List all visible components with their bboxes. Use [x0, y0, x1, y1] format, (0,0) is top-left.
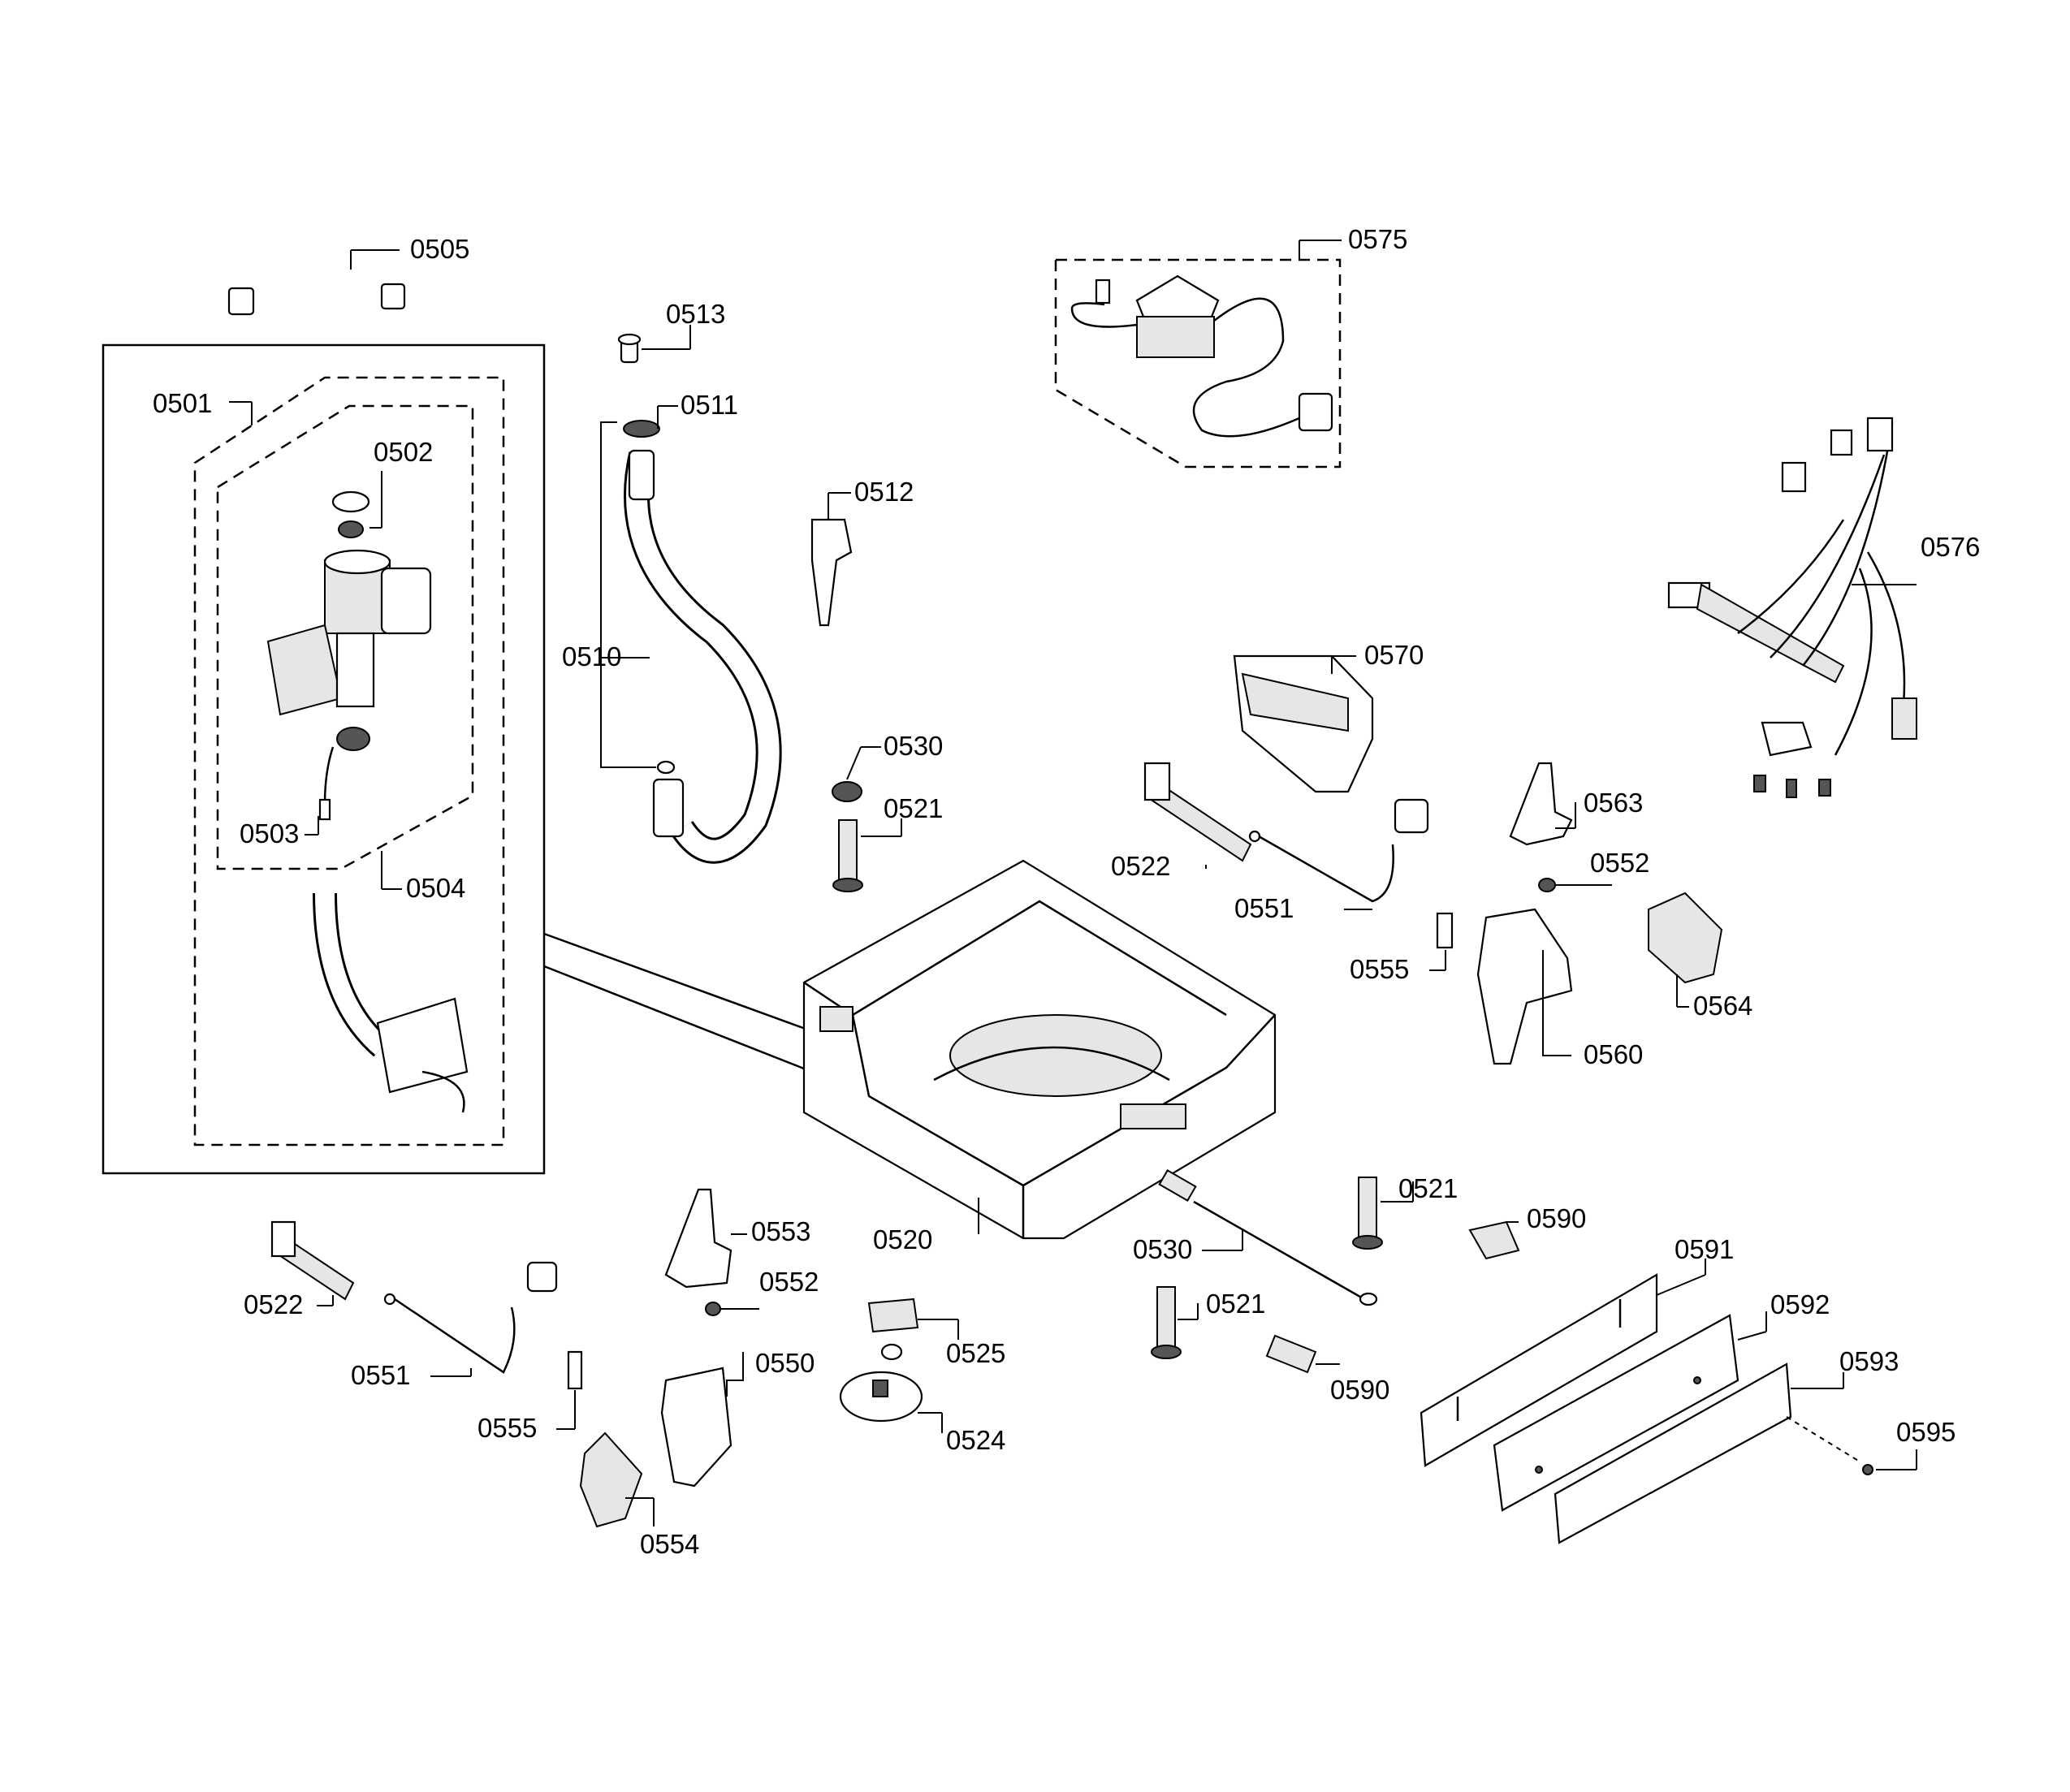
label-0551-bottom: 0551 [351, 1360, 410, 1390]
part-0576-harness [1667, 417, 1917, 798]
label-0555-bottom: 0555 [478, 1413, 537, 1443]
label-0576: 0576 [1921, 532, 1980, 562]
label-0595: 0595 [1896, 1417, 1955, 1447]
label-0555-top: 0555 [1350, 954, 1409, 984]
label-0521-right: 0521 [1398, 1173, 1458, 1203]
part-0591-panel [1420, 1259, 1706, 1467]
label-0590-top: 0590 [1527, 1203, 1586, 1233]
part-0510-drain-hose [600, 421, 782, 864]
part-0555-clip-bottom [556, 1350, 583, 1430]
part-0595-screw [1862, 1449, 1917, 1475]
part-0553-bracket [664, 1188, 747, 1289]
part-0522-spring-top [1143, 762, 1252, 869]
part-0593-panel [1554, 1362, 1860, 1544]
label-0554: 0554 [640, 1529, 699, 1559]
part-0530-foot-rod [1158, 1168, 1378, 1306]
part-0524-float [839, 1371, 943, 1433]
part-0503-wire [305, 746, 335, 836]
part-0552-clip-top [1538, 878, 1612, 892]
label-0522-top: 0522 [1111, 851, 1170, 881]
part-0521-screw-right [1352, 1177, 1414, 1250]
label-0511: 0511 [681, 390, 738, 420]
part-0564-cover [1648, 892, 1723, 1008]
part-0592-panel [1493, 1311, 1767, 1512]
label-0590-bottom: 0590 [1330, 1375, 1389, 1405]
label-0510: 0510 [562, 641, 621, 671]
part-0520-base [802, 859, 1277, 1240]
label-0553: 0553 [751, 1216, 810, 1246]
label-0503: 0503 [240, 818, 299, 849]
part-0530-foot-top [832, 746, 881, 802]
label-0524: 0524 [946, 1425, 1005, 1455]
label-0570: 0570 [1364, 640, 1424, 670]
label-0575: 0575 [1348, 224, 1407, 254]
label-0521-top: 0521 [884, 793, 943, 823]
label-0530-top: 0530 [884, 731, 943, 761]
part-0525-switch [867, 1298, 959, 1361]
label-0502: 0502 [374, 437, 433, 467]
part-0521-screw-top [832, 818, 902, 892]
label-0552-top: 0552 [1590, 848, 1649, 878]
label-0501: 0501 [153, 388, 212, 418]
label-0530-bottom: 0530 [1133, 1234, 1192, 1264]
part-0551-wire-top [1248, 798, 1429, 910]
part-0560-bracket [1476, 908, 1573, 1065]
label-0504: 0504 [406, 873, 465, 903]
part-labels: 0505 0513 0511 0575 0501 0502 0512 0510 … [153, 224, 1980, 1559]
label-0513: 0513 [666, 299, 725, 329]
label-0550: 0550 [755, 1348, 815, 1378]
label-0560: 0560 [1584, 1039, 1643, 1069]
label-0591: 0591 [1675, 1234, 1734, 1264]
part-0513-cap [617, 325, 691, 364]
label-0512: 0512 [854, 477, 914, 507]
part-0552-clip-bottom [705, 1302, 759, 1316]
part-0590-pad-top [1468, 1220, 1520, 1260]
part-0521-screw-bottom [1151, 1286, 1199, 1359]
label-0520: 0520 [873, 1224, 932, 1254]
part-0590-pad-bottom [1265, 1334, 1340, 1374]
part-0550-bracket [660, 1352, 744, 1488]
inset-box-0501 [102, 343, 813, 1175]
label-0552-bottom: 0552 [759, 1267, 819, 1297]
part-0522-spring-bottom [270, 1220, 355, 1306]
part-0511-clamp [623, 405, 678, 438]
label-0564: 0564 [1693, 991, 1752, 1021]
part-0575-group [1054, 240, 1342, 469]
part-0555-clip-top [1429, 912, 1454, 971]
label-0522-bottom: 0522 [244, 1289, 303, 1319]
label-0525: 0525 [946, 1338, 1005, 1368]
label-0551-top: 0551 [1234, 893, 1294, 923]
label-0521-bottom: 0521 [1206, 1289, 1265, 1319]
part-0551-wire-bottom [383, 1261, 558, 1377]
part-0504-hose-assembly [313, 851, 469, 1113]
label-0593: 0593 [1839, 1346, 1899, 1376]
part-0554-cover [579, 1431, 655, 1528]
part-0512-bracket [810, 492, 853, 627]
part-0505-hose [227, 249, 406, 316]
part-0570-module [1233, 654, 1374, 793]
part-0502-inlet-valve [266, 471, 432, 751]
part-0563-bracket [1509, 762, 1576, 846]
label-0505: 0505 [410, 234, 469, 264]
label-0592: 0592 [1770, 1289, 1830, 1319]
label-0563: 0563 [1584, 788, 1643, 818]
